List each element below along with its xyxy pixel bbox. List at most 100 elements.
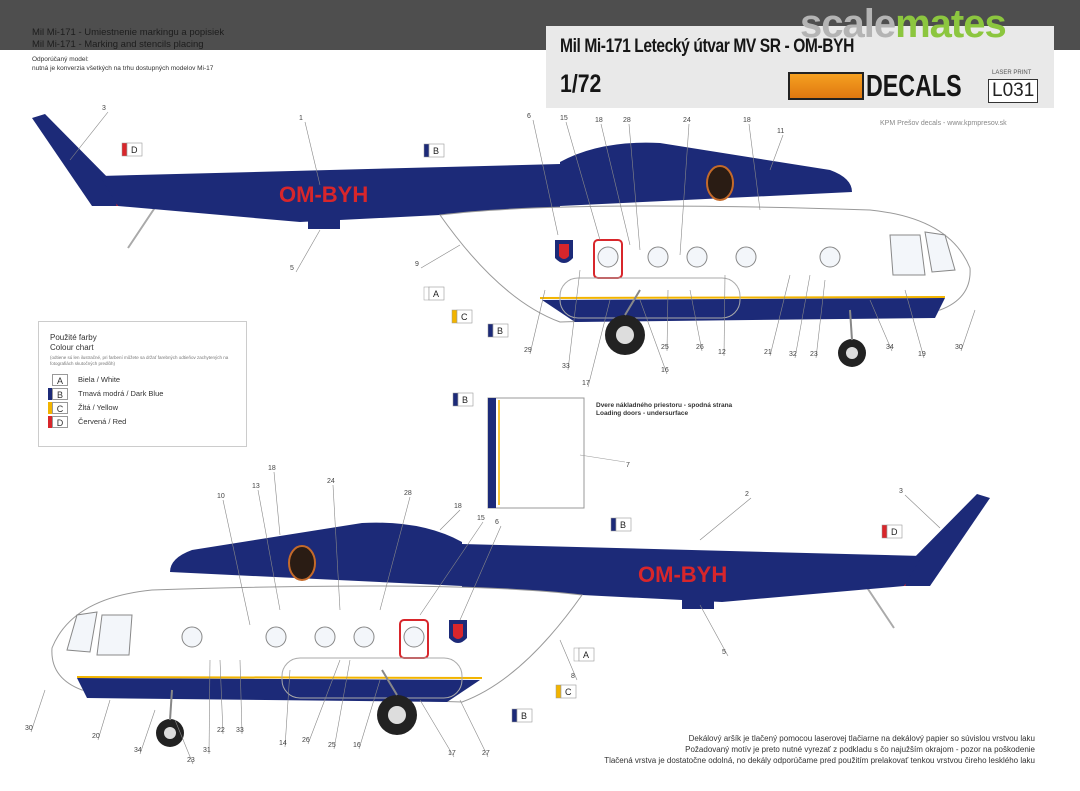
colour-label: Žltá / Yellow — [78, 403, 119, 412]
callout-line — [219, 659, 224, 735]
registration-bottom: OM-BYH — [638, 562, 727, 587]
badge-swatch — [881, 524, 888, 539]
callout-number: 27 — [482, 750, 490, 757]
callout-number: 1 — [299, 115, 303, 122]
callout-number: 22 — [217, 727, 225, 734]
callout-line — [332, 484, 341, 611]
callout-number: 5 — [290, 265, 294, 272]
colour-label: Biela / White — [78, 375, 121, 384]
callout-number: 6 — [527, 113, 531, 120]
scalemates-watermark: scalemates — [800, 2, 1007, 46]
callout-number: 18 — [595, 117, 603, 124]
callout-number: 18 — [268, 465, 276, 472]
badge-box — [457, 392, 474, 407]
callout-number: 25 — [328, 742, 336, 749]
callout-number: 13 — [252, 483, 260, 490]
badge-box — [516, 708, 533, 723]
callout-line — [600, 123, 631, 246]
callout-number: 16 — [661, 367, 669, 374]
badge-letter: B — [433, 146, 439, 156]
callout-number: 24 — [327, 478, 335, 485]
callout-number: 33 — [562, 363, 570, 370]
credit-line: KPM Prešov decals - www.kpmpresov.sk — [880, 120, 1007, 127]
callout-line — [307, 659, 341, 745]
badge-box — [560, 684, 577, 699]
callout-line — [420, 244, 461, 269]
callout-number: 30 — [25, 725, 33, 732]
colour-letter: D — [52, 415, 68, 428]
callout-number: 28 — [623, 117, 631, 124]
callout-line — [815, 279, 826, 359]
badge-box — [428, 143, 445, 158]
callout-line — [419, 699, 455, 758]
kpm-logo — [788, 72, 864, 100]
callout-number: 33 — [236, 727, 244, 734]
badge-box — [492, 323, 509, 338]
callout-number: 23 — [810, 351, 818, 358]
callout-number: 10 — [217, 493, 225, 500]
callout-line — [769, 134, 784, 171]
callout-number: 12 — [718, 349, 726, 356]
badge-letter: A — [433, 289, 439, 299]
callout-line — [222, 499, 251, 626]
printing-note-line: Požadovaný motív je preto nutné vyrezať … — [685, 745, 1035, 754]
badge-box — [126, 142, 143, 157]
badge-letter: D — [131, 145, 138, 155]
callout-line — [567, 269, 581, 371]
badge-swatch — [610, 517, 617, 532]
callout-number: 15 — [477, 515, 485, 522]
callout-line — [97, 699, 111, 741]
product-title: Mil Mi-171 Letecký útvar MV SR - OM-BYH — [560, 36, 854, 57]
callout-number: 3 — [899, 488, 903, 495]
badge-letter: B — [462, 395, 468, 405]
colour-label: Tmavá modrá / Dark Blue — [78, 389, 164, 398]
callout-line — [559, 639, 578, 681]
badge-letter: A — [583, 650, 589, 660]
callout-number: 21 — [764, 349, 772, 356]
product-code: L031 — [988, 79, 1039, 103]
callout-line — [689, 289, 703, 352]
callout-number: 14 — [279, 740, 287, 747]
colour-letter: A — [52, 373, 68, 386]
callout-number: 2 — [745, 491, 749, 498]
printing-note-line: Tlačená vrstva je dostatočne odolná, no … — [604, 756, 1035, 765]
badge-swatch — [423, 143, 430, 158]
badge-letter: B — [620, 520, 626, 530]
callout-line — [239, 659, 243, 735]
callout-line — [904, 494, 941, 529]
door-panel-label: Dvere nákladného priestoru - spodná stra… — [596, 402, 732, 418]
badge-letter: C — [461, 312, 468, 322]
callout-line — [699, 497, 752, 541]
badge-letter: C — [565, 687, 572, 697]
printing-note-line: Dekálový aršík je tlačený pomocou lasero… — [688, 734, 1035, 743]
callout-line — [295, 229, 321, 273]
badge-swatch — [423, 286, 430, 301]
callout-line — [379, 496, 411, 611]
callout-line — [666, 289, 669, 352]
colour-chart-title-sk: Použité farby — [50, 333, 97, 342]
callout-number: 26 — [302, 737, 310, 744]
colour-chart-title-en: Colour chart — [50, 343, 94, 352]
callout-line — [869, 299, 893, 352]
callout-number: 16 — [353, 742, 361, 749]
registration-top: OM-BYH — [279, 182, 368, 207]
door-callout-line — [579, 454, 626, 463]
callout-line — [960, 309, 976, 352]
colour-chart-note: (odtiene sú len ilustračné, pri farbení … — [50, 355, 229, 366]
colour-swatch — [48, 373, 52, 386]
callout-line — [439, 509, 461, 531]
sheet-title-en: Mil Mi-171 - Marking and stencils placin… — [32, 39, 204, 50]
callout-number: 28 — [404, 490, 412, 497]
callout-number: 29 — [524, 347, 532, 354]
callout-number: 19 — [918, 351, 926, 358]
callout-number: 18 — [743, 117, 751, 124]
callout-line — [304, 121, 321, 186]
callout-line — [628, 123, 641, 251]
door-panel — [487, 397, 585, 509]
door-label-sk: Dvere nákladného priestoru - spodná stra… — [596, 402, 733, 409]
badge-letter: D — [891, 527, 898, 537]
callout-line — [639, 299, 668, 375]
